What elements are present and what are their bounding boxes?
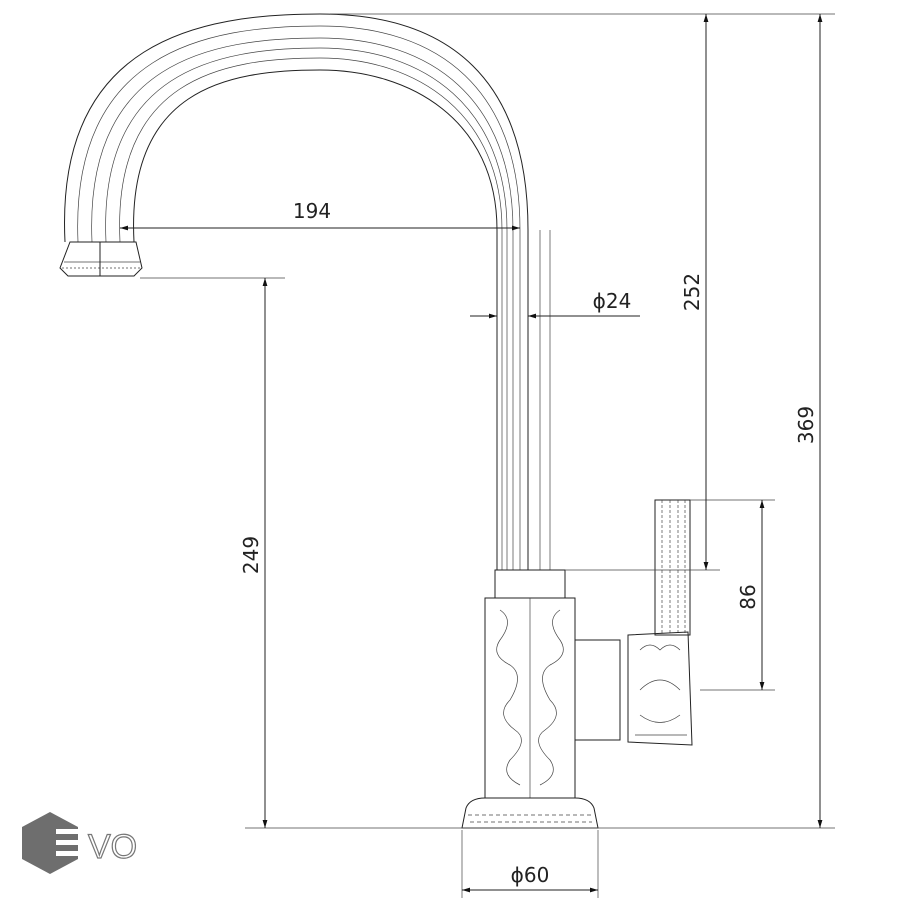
dimension-label-86: 86 [736,584,760,609]
dimension-pipe-diameter: ϕ24 [470,289,640,319]
dimension-total-height: 369 [794,14,823,828]
dimension-handle-height: 86 [736,500,765,690]
dimension-label-252: 252 [680,273,704,311]
aerator-nozzle [59,241,143,277]
dimension-label-194: 194 [293,199,331,223]
faucet-body [461,569,621,829]
dimension-spout-height: 249 [239,278,268,828]
dimension-base-diameter: ϕ60 [462,863,598,893]
logo-text: VO [88,828,137,866]
spout [64,13,551,570]
dimension-spout-reach: 194 [120,199,520,231]
dimension-label-d24: ϕ24 [593,289,632,313]
dimension-label-369: 369 [794,406,818,444]
dimension-label-249: 249 [239,536,263,574]
dimension-spout-drop: 252 [680,14,709,570]
dimension-label-d60: ϕ60 [511,863,550,887]
lever-handle [627,499,693,746]
extension-lines [140,13,835,898]
evo-logo: VO [22,812,138,874]
